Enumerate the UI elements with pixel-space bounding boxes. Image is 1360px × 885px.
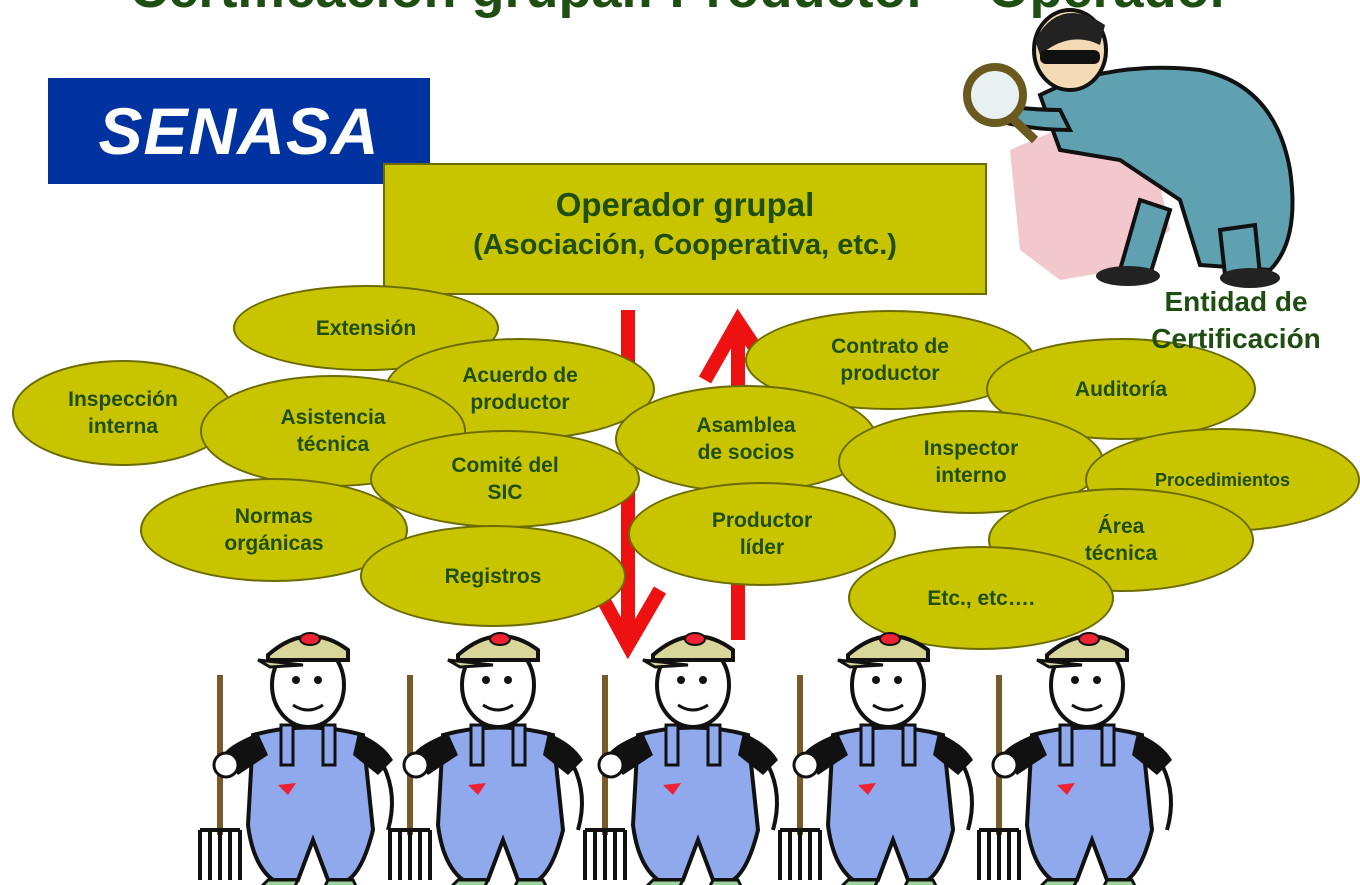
oval-producer-contract-label: Contrato de productor <box>831 335 949 385</box>
oval-organic-standards: Normas orgánicas <box>140 478 408 582</box>
oval-etc: Etc., etc…. <box>848 546 1114 650</box>
oval-organic-standards-label: Normas orgánicas <box>224 505 324 555</box>
oval-technical-assistance-label: Asistencia técnica <box>280 406 386 456</box>
oval-etc-label: Etc., etc…. <box>927 586 1035 610</box>
oval-records-label: Registros <box>444 564 542 588</box>
oval-internal-inspector: Inspector interno <box>838 410 1104 514</box>
oval-procedures-label: Procedimientos <box>1154 469 1291 490</box>
oval-technical-area-label: Área técnica <box>1084 515 1158 565</box>
slide-title: Certificación grupal: Productor – Operad… <box>0 0 1360 24</box>
oval-internal-inspector-label: Inspector interno <box>923 437 1019 487</box>
senasa-logo: SENASA <box>48 78 430 184</box>
operator-group-box: Operador grupal (Asociación, Cooperativa… <box>383 163 987 295</box>
oval-internal-inspection-label: Inspección interna <box>68 388 178 438</box>
operator-box-subtitle: (Asociación, Cooperativa, etc.) <box>473 229 897 261</box>
certifier-label: Entidad de Certificación <box>1151 286 1321 354</box>
oval-lead-producer: Productor líder <box>628 482 896 586</box>
oval-lead-producer-label: Productor líder <box>711 509 813 559</box>
oval-extension-label: Extensión <box>315 316 417 340</box>
oval-audit-label: Auditoría <box>1074 377 1168 401</box>
oval-members-assembly-label: Asamblea de socios <box>696 414 796 464</box>
oval-records: Registros <box>360 525 626 627</box>
oval-sic-committee-label: Comité del SIC <box>451 454 559 504</box>
oval-sic-committee: Comité del SIC <box>370 430 640 528</box>
operator-box-title: Operador grupal <box>555 186 815 223</box>
oval-producer-agreement-label: Acuerdo de productor <box>462 364 578 414</box>
